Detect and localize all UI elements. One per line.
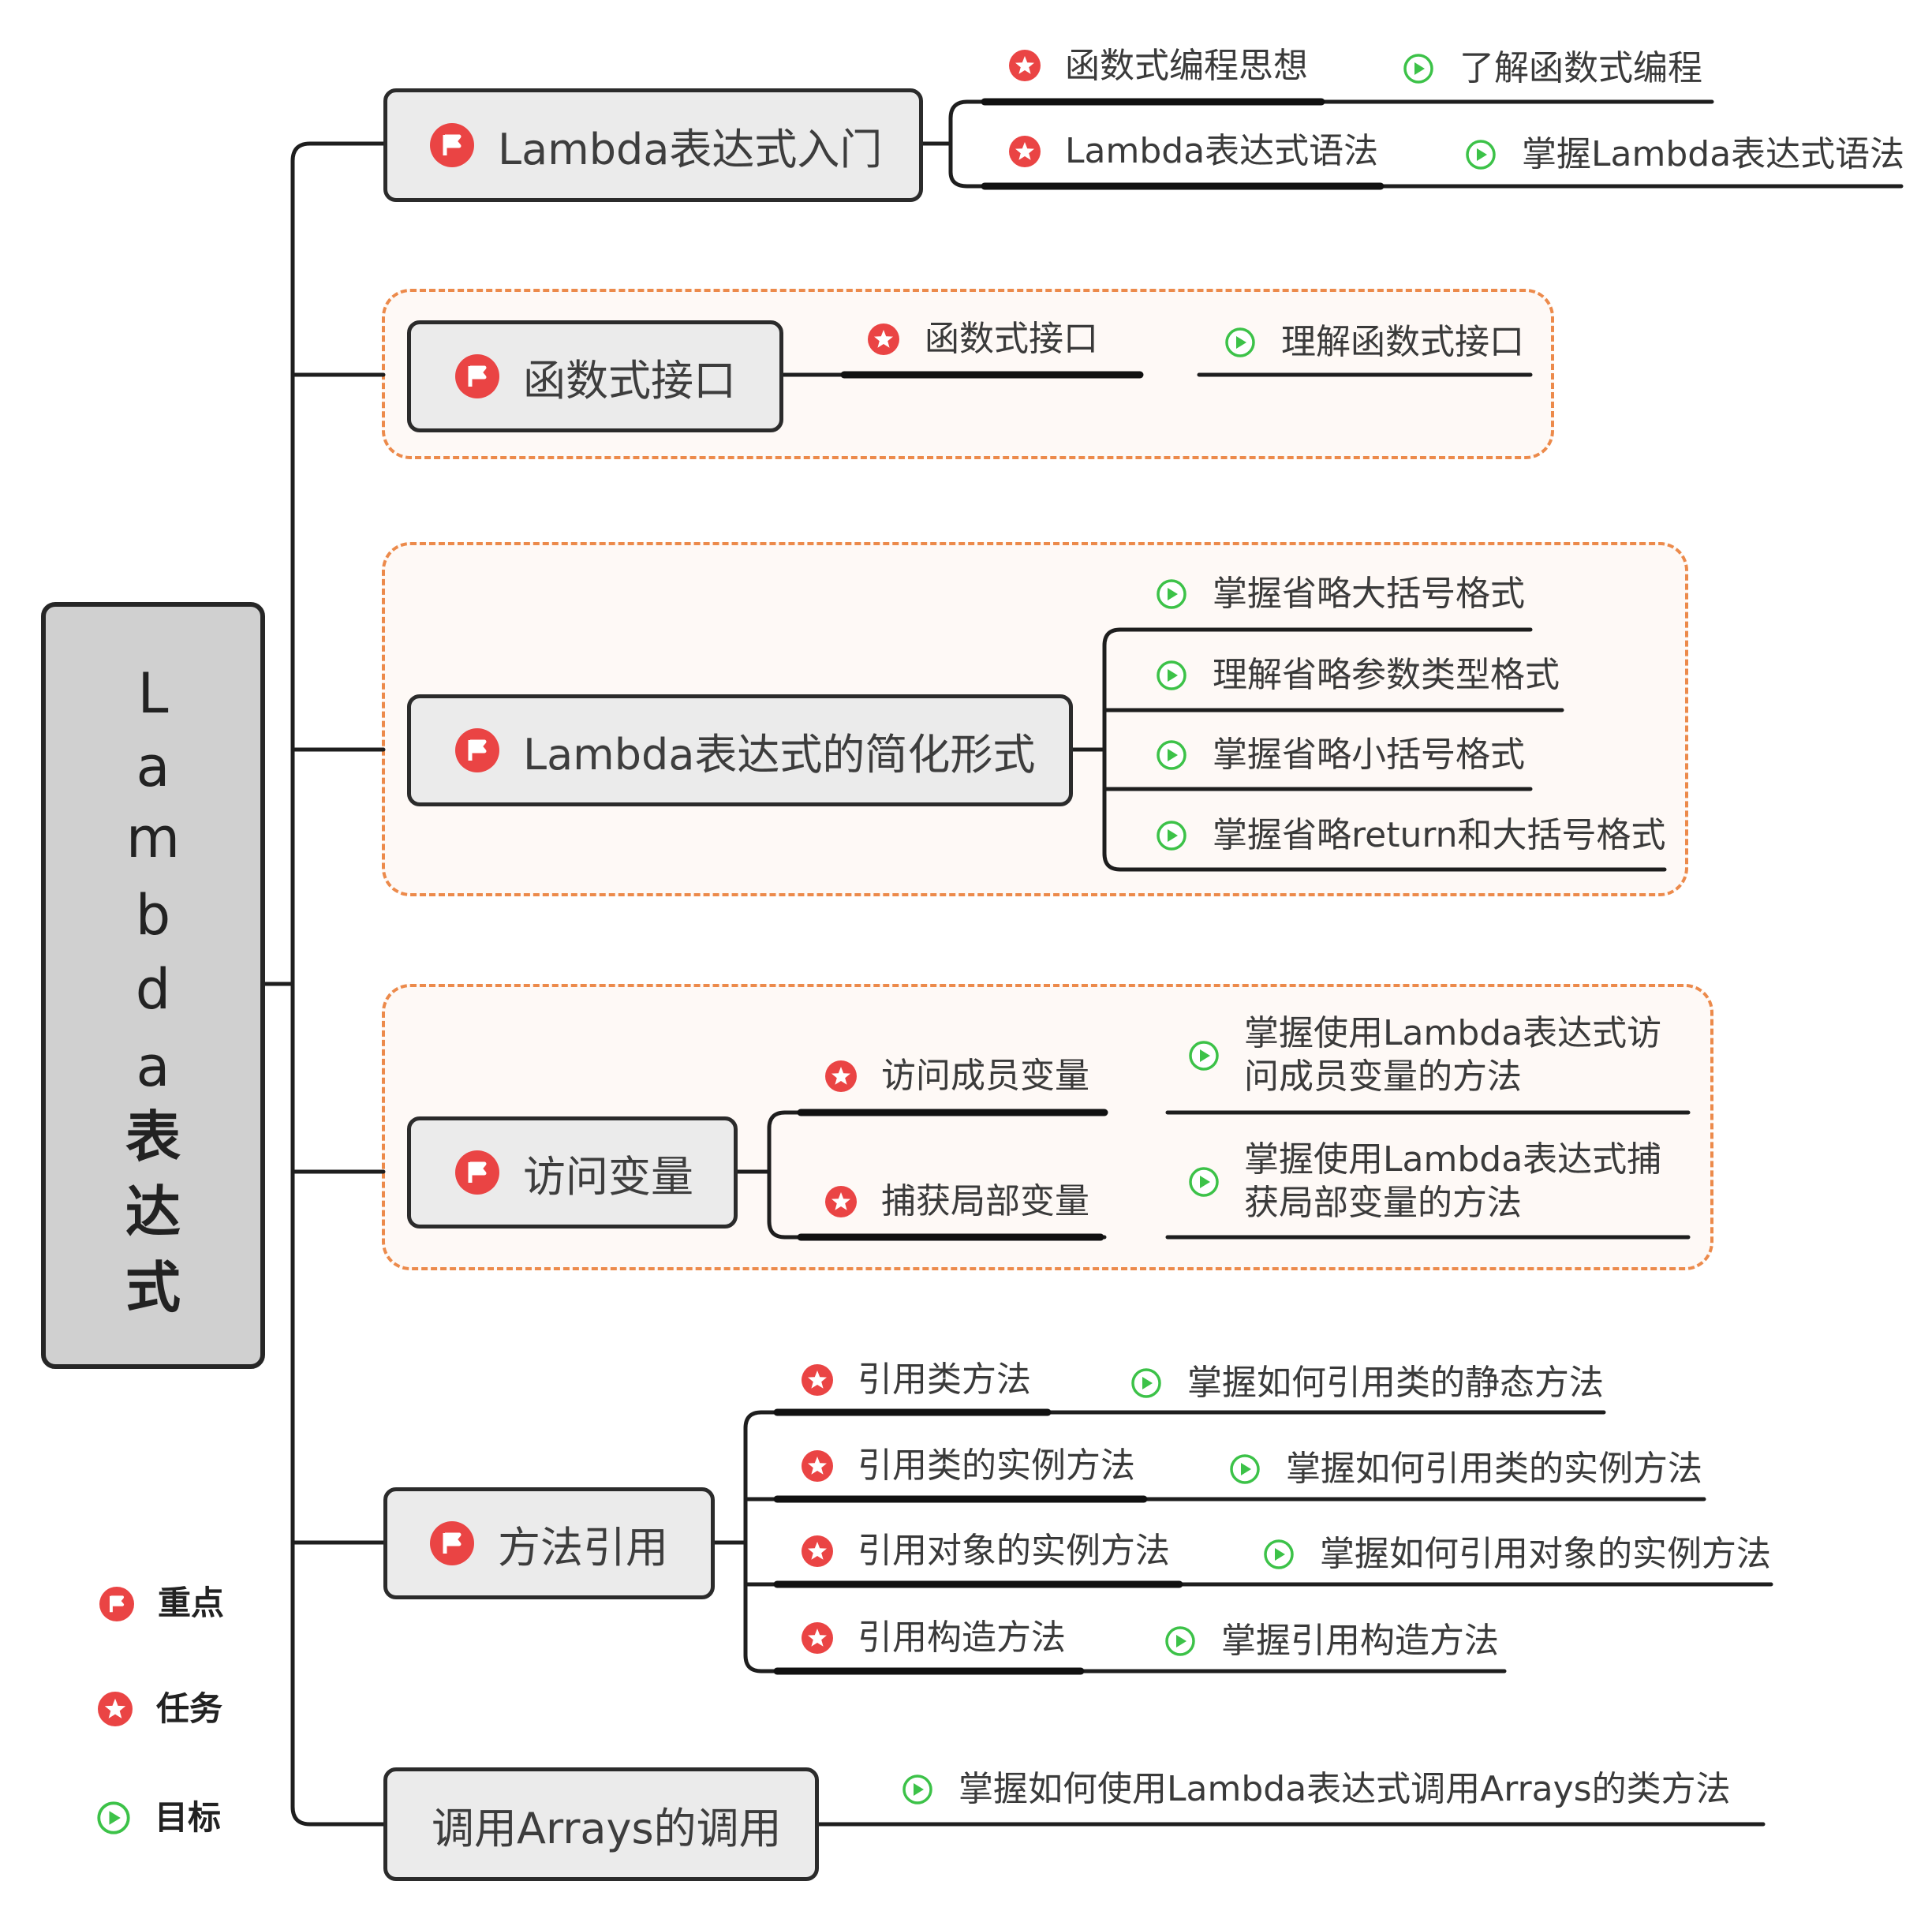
play-icon (1165, 1626, 1195, 1656)
flag-icon (430, 123, 474, 167)
task-label: 引用对象的实例方法 (858, 1531, 1170, 1571)
play-icon (1157, 821, 1186, 851)
play-icon (1466, 140, 1496, 170)
play-icon (1157, 660, 1186, 690)
root-node[interactable]: L a m b d a 表 达 式 (41, 602, 265, 1369)
star-icon (98, 1692, 133, 1726)
root-char-da: 达 (125, 1180, 181, 1244)
play-icon (1189, 1041, 1219, 1071)
play-icon (1264, 1539, 1294, 1569)
goal-label: 了解函数式编程 (1459, 48, 1702, 88)
play-icon (1189, 1167, 1219, 1197)
task-label: 引用类的实例方法 (858, 1445, 1135, 1486)
goal-label: 理解函数式接口 (1281, 322, 1524, 362)
flag-icon (430, 1521, 474, 1565)
branch-simplified-forms[interactable]: Lambda表达式的简化形式 (407, 694, 1073, 806)
star-icon (825, 1186, 857, 1217)
branch-arrays-call[interactable]: 调用Arrays的调用 (383, 1767, 819, 1881)
goal-label: 掌握省略return和大括号格式 (1213, 815, 1666, 855)
play-icon (1225, 327, 1255, 357)
task-label: Lambda表达式语法 (1065, 131, 1379, 171)
branch-title: Lambda表达式的简化形式 (523, 729, 1036, 780)
goal-label: 掌握省略小括号格式 (1213, 735, 1525, 775)
goal-label: 掌握引用构造方法 (1221, 1621, 1499, 1661)
branch-title: 调用Arrays的调用 (432, 1803, 782, 1853)
task-label: 引用类方法 (858, 1359, 1031, 1400)
goal-label: 掌握如何引用对象的实例方法 (1320, 1534, 1771, 1574)
task-label: 捕获局部变量 (881, 1181, 1089, 1221)
flag-icon (455, 354, 499, 398)
goal-label: 掌握使用Lambda表达式捕获局部变量的方法 (1244, 1139, 1662, 1223)
flag-icon (455, 1150, 499, 1195)
star-icon (802, 1535, 833, 1567)
star-icon (825, 1060, 857, 1092)
star-icon (1009, 136, 1041, 167)
root-char-a1: a (136, 735, 170, 799)
play-icon (1131, 1368, 1161, 1398)
root-char-biao: 表 (125, 1105, 181, 1169)
legend-label: 任务 (156, 1689, 223, 1728)
play-icon (1157, 740, 1186, 770)
star-icon (802, 1364, 833, 1396)
root-char-d: d (135, 957, 171, 1022)
goal-label: 掌握如何引用类的静态方法 (1187, 1363, 1604, 1403)
task-label: 访问成员变量 (881, 1056, 1089, 1096)
goal-label: 理解省略参数类型格式 (1213, 655, 1560, 695)
play-icon (1230, 1454, 1260, 1484)
star-icon (802, 1450, 833, 1482)
branch-title: 方法引用 (498, 1522, 668, 1573)
star-icon (1009, 50, 1041, 81)
root-char-L: L (137, 661, 169, 726)
branch-lambda-intro[interactable]: Lambda表达式入门 (383, 88, 923, 202)
goal-label: 掌握如何使用Lambda表达式调用Arrays的类方法 (959, 1769, 1731, 1809)
star-icon (868, 323, 899, 355)
star-icon (802, 1622, 833, 1654)
goal-label: 掌握使用Lambda表达式访问成员变量的方法 (1244, 1013, 1662, 1097)
play-icon (97, 1801, 130, 1834)
play-icon (902, 1774, 932, 1804)
task-label: 函数式编程思想 (1065, 46, 1308, 86)
root-char-a2: a (136, 1034, 170, 1099)
branch-functional-interface[interactable]: 函数式接口 (407, 320, 783, 432)
branch-title: 函数式接口 (523, 355, 736, 406)
branch-title: 访问变量 (523, 1151, 693, 1202)
legend-label: 重点 (158, 1584, 225, 1622)
task-label: 函数式接口 (925, 319, 1098, 359)
branch-method-reference[interactable]: 方法引用 (383, 1487, 715, 1599)
task-label: 引用构造方法 (858, 1617, 1066, 1658)
play-icon (1157, 579, 1186, 609)
branch-access-variables[interactable]: 访问变量 (407, 1116, 738, 1228)
play-icon (1403, 54, 1433, 84)
goal-label: 掌握省略大括号格式 (1213, 574, 1525, 614)
goal-label: 掌握Lambda表达式语法 (1522, 134, 1905, 174)
legend-label: 目标 (155, 1798, 222, 1837)
branch-title: Lambda表达式入门 (498, 124, 883, 174)
flag-icon (99, 1587, 134, 1621)
goal-label: 掌握如何引用类的实例方法 (1286, 1449, 1702, 1489)
root-char-b: b (135, 883, 171, 948)
root-char-m: m (125, 806, 181, 870)
root-char-shi: 式 (125, 1255, 181, 1320)
flag-icon (455, 728, 499, 772)
